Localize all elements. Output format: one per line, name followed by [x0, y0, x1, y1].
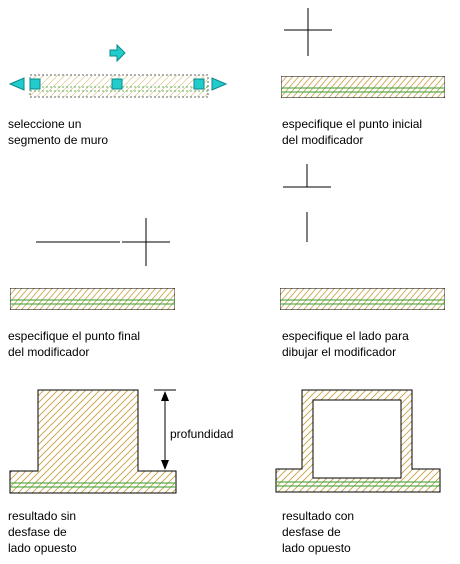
panel-end-point [10, 218, 175, 310]
panel-start-point [281, 8, 445, 98]
caption-step-4: especifique el lado para dibujar el modi… [282, 328, 409, 360]
panel-select-wall [8, 43, 228, 98]
caption-line: resultado con [282, 509, 355, 523]
caption-line: resultado sin [8, 509, 77, 523]
panel-side [280, 164, 445, 310]
caption-line: del modificador [282, 133, 364, 147]
caption-step-2: especifique el punto inicial del modific… [282, 116, 422, 148]
caption-line: especifique el punto inicial [282, 117, 423, 131]
crosshair-cursor-icon [122, 218, 170, 266]
grip-square-icon [29, 78, 41, 90]
caption-line: dibujar el modificador [282, 345, 397, 359]
grip-arrow-icon [211, 77, 228, 91]
caption-line: especifique el lado para [282, 329, 409, 343]
caption-line: lado opuesto [8, 541, 77, 555]
crosshair-cursor-icon [283, 164, 331, 188]
grip-square-icon [111, 78, 123, 90]
grip-arrow-icon [8, 77, 25, 91]
dimension-label: profundidad [170, 427, 234, 441]
caption-step-1: seleccione un segmento de muro [8, 116, 108, 148]
caption-step-3: especifique el punto final del modificad… [8, 328, 140, 360]
caption-line: segmento de muro [8, 133, 109, 147]
caption-line: seleccione un [8, 117, 82, 131]
caption-line: desfase de [282, 525, 341, 539]
panel-result-no-offset [9, 389, 177, 494]
caption-line: desfase de [8, 525, 67, 539]
crosshair-cursor-icon [284, 8, 332, 56]
caption-line: del modificador [8, 345, 90, 359]
caption-line: lado opuesto [282, 541, 351, 555]
caption-step-6: resultado con desfase de lado opuesto [282, 508, 354, 556]
panel-result-offset [275, 389, 441, 493]
depth-dimension [154, 389, 176, 472]
move-arrow-icon [109, 43, 126, 63]
grip-square-icon [193, 78, 205, 90]
caption-step-5: resultado sin desfase de lado opuesto [8, 508, 77, 556]
caption-line: especifique el punto final [8, 329, 141, 343]
